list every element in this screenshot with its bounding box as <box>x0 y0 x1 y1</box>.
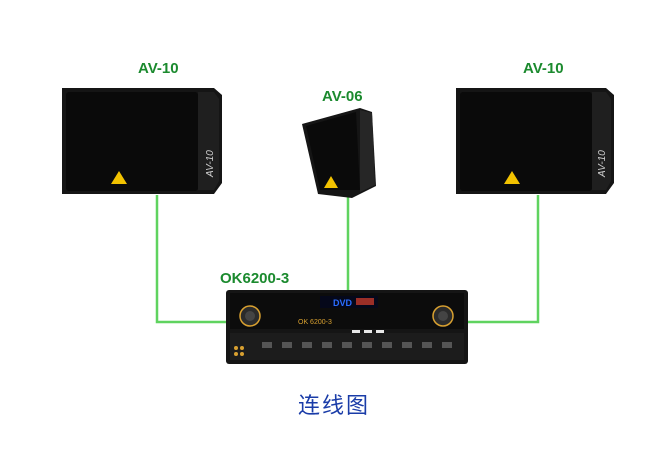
speaker-right: AV-10 <box>456 88 614 194</box>
diagram-caption: 连线图 <box>297 394 370 419</box>
speaker-left-label: AV-10 <box>138 60 179 77</box>
amplifier-label: OK6200-3 <box>220 270 290 287</box>
warning-logo-icon <box>324 176 338 188</box>
speaker-center <box>302 108 376 198</box>
speaker-left: AV-10 <box>62 88 222 194</box>
wire-right-speaker-to-amp <box>468 195 540 324</box>
warning-logo-icon <box>504 171 520 184</box>
speaker-right-label: AV-10 <box>523 60 564 77</box>
amp-model-text: OK 6200-3 <box>298 319 332 326</box>
speaker-center-label: AV-06 <box>322 88 363 105</box>
amplifier: DVD OK 6200-3 <box>226 290 468 364</box>
wire-left-speaker-to-amp <box>155 195 226 324</box>
speaker-right-badge: AV-10 <box>597 150 608 178</box>
amp-dvd-label: DVD <box>333 298 353 308</box>
wires <box>155 193 540 324</box>
warning-logo-icon <box>111 171 127 184</box>
speaker-left-badge: AV-10 <box>205 150 216 178</box>
